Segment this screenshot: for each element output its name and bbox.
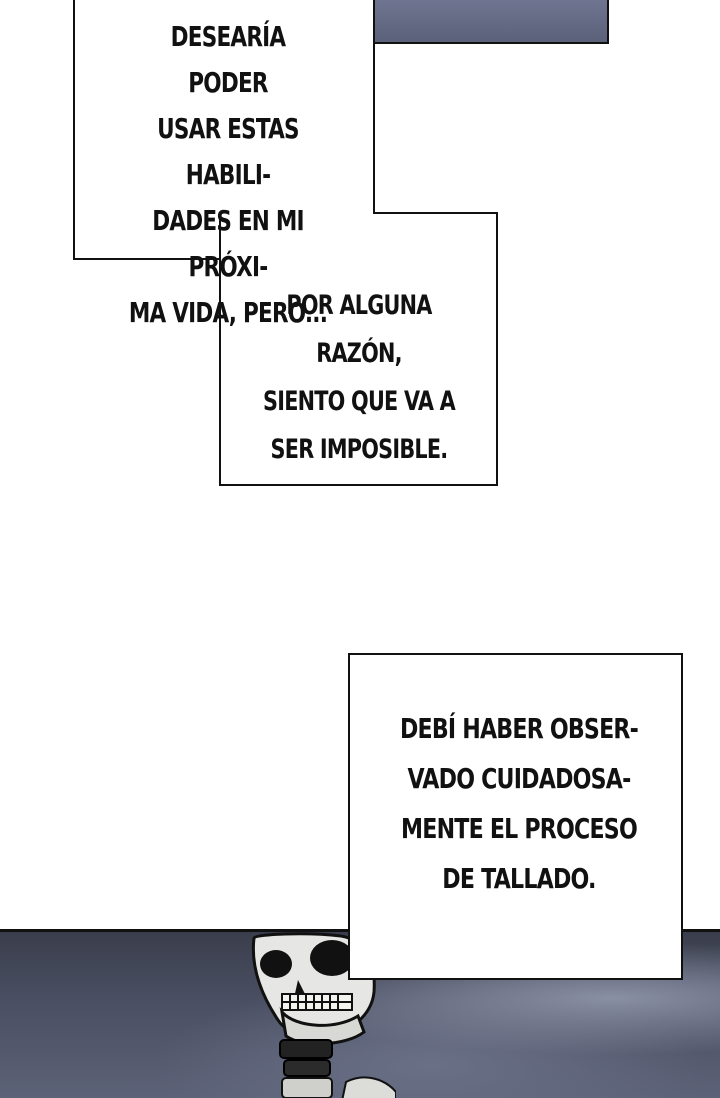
caption-3-line-2: VADO CUIDADOSA- [407, 762, 631, 795]
caption-3-line-3: MENTE EL PROCESO [401, 812, 638, 845]
caption-1-line-1: DESEARÍA PODER [170, 20, 286, 99]
caption-join [221, 212, 373, 260]
caption-3-line-4: DE TALLADO. [442, 862, 596, 895]
caption-2-line-3: SER IMPOSIBLE. [270, 434, 449, 465]
caption-1-line-2: USAR ESTAS HABILI- [157, 112, 299, 191]
top-artwork-panel [372, 0, 609, 44]
caption-2-line-2: SIENTO QUE VA A [263, 386, 456, 417]
caption-2-text: POR ALGUNA RAZÓN, SIENTO QUE VA A SER IM… [252, 282, 466, 474]
caption-box-3 [348, 653, 683, 980]
caption-1-line-4: MA VIDA, PERO... [128, 296, 328, 329]
caption-3-text: DEBÍ HABER OBSER- VADO CUIDADOSA- MENTE … [385, 704, 654, 904]
caption-3-line-1: DEBÍ HABER OBSER- [399, 712, 639, 745]
caption-1-line-3: DADES EN MI PRÓXI- [152, 204, 304, 283]
caption-1-text: DESEARÍA PODER USAR ESTAS HABILI- DADES … [128, 14, 328, 336]
skeleton-illustration [251, 932, 396, 1098]
caption-2-line-1: POR ALGUNA RAZÓN, [286, 290, 432, 369]
